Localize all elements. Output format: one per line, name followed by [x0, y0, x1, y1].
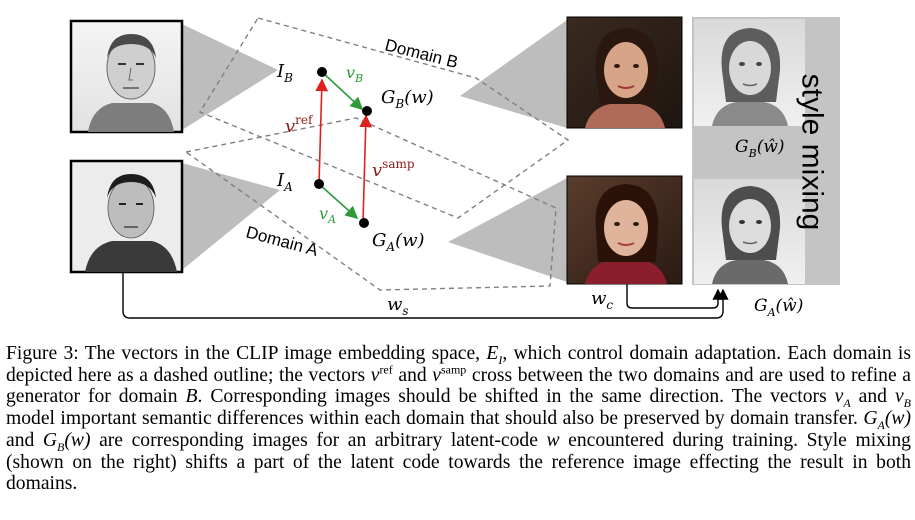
- point-gb: [362, 106, 372, 116]
- wc-connector: [627, 284, 718, 308]
- photo-ia-man: [71, 161, 182, 272]
- label-gb: GB(w): [381, 87, 434, 111]
- label-vsamp: vsamp: [372, 157, 415, 181]
- projection-cone-ib: [182, 24, 278, 130]
- projection-cone-ia: [182, 163, 280, 270]
- label-va: vA: [319, 204, 336, 226]
- vector-samp: [363, 116, 366, 222]
- vector-ref: [319, 80, 322, 184]
- label-ws: ws: [387, 294, 409, 318]
- caption-paragraph: Figure 3: The vectors in the CLIP image …: [6, 343, 911, 495]
- photo-ga-hat-woman: [694, 179, 805, 284]
- photo-ga-woman: [567, 176, 682, 284]
- label-gb-hat: GB(ŵ): [735, 137, 785, 160]
- label-vref: vref: [285, 113, 314, 137]
- photo-gb-hat-sketch-woman: [694, 19, 805, 126]
- style-mixing-label: style mixing: [796, 74, 829, 231]
- label-ia: IA: [276, 170, 293, 194]
- point-ia: [314, 179, 324, 189]
- figure: Domain B Domain A IB IA GB(w) GA(w) vref…: [0, 0, 915, 330]
- label-wc: wc: [591, 288, 613, 312]
- projection-cone-ga: [448, 178, 567, 282]
- domain-b-label: Domain B: [383, 35, 460, 71]
- figure-caption: Figure 3: The vectors in the CLIP image …: [6, 343, 911, 495]
- photo-gb-painted-woman: [567, 17, 682, 128]
- projection-cone-gb: [460, 20, 567, 128]
- photo-ib-sketch-man: [71, 21, 182, 132]
- point-ib: [317, 67, 327, 77]
- label-ib: IB: [276, 61, 293, 85]
- label-vb: vB: [346, 63, 363, 85]
- domain-a-label: Domain A: [244, 223, 321, 261]
- label-ga: GA(w): [372, 230, 425, 254]
- point-ga: [359, 218, 369, 228]
- label-ga-hat: GA(ŵ): [754, 296, 803, 319]
